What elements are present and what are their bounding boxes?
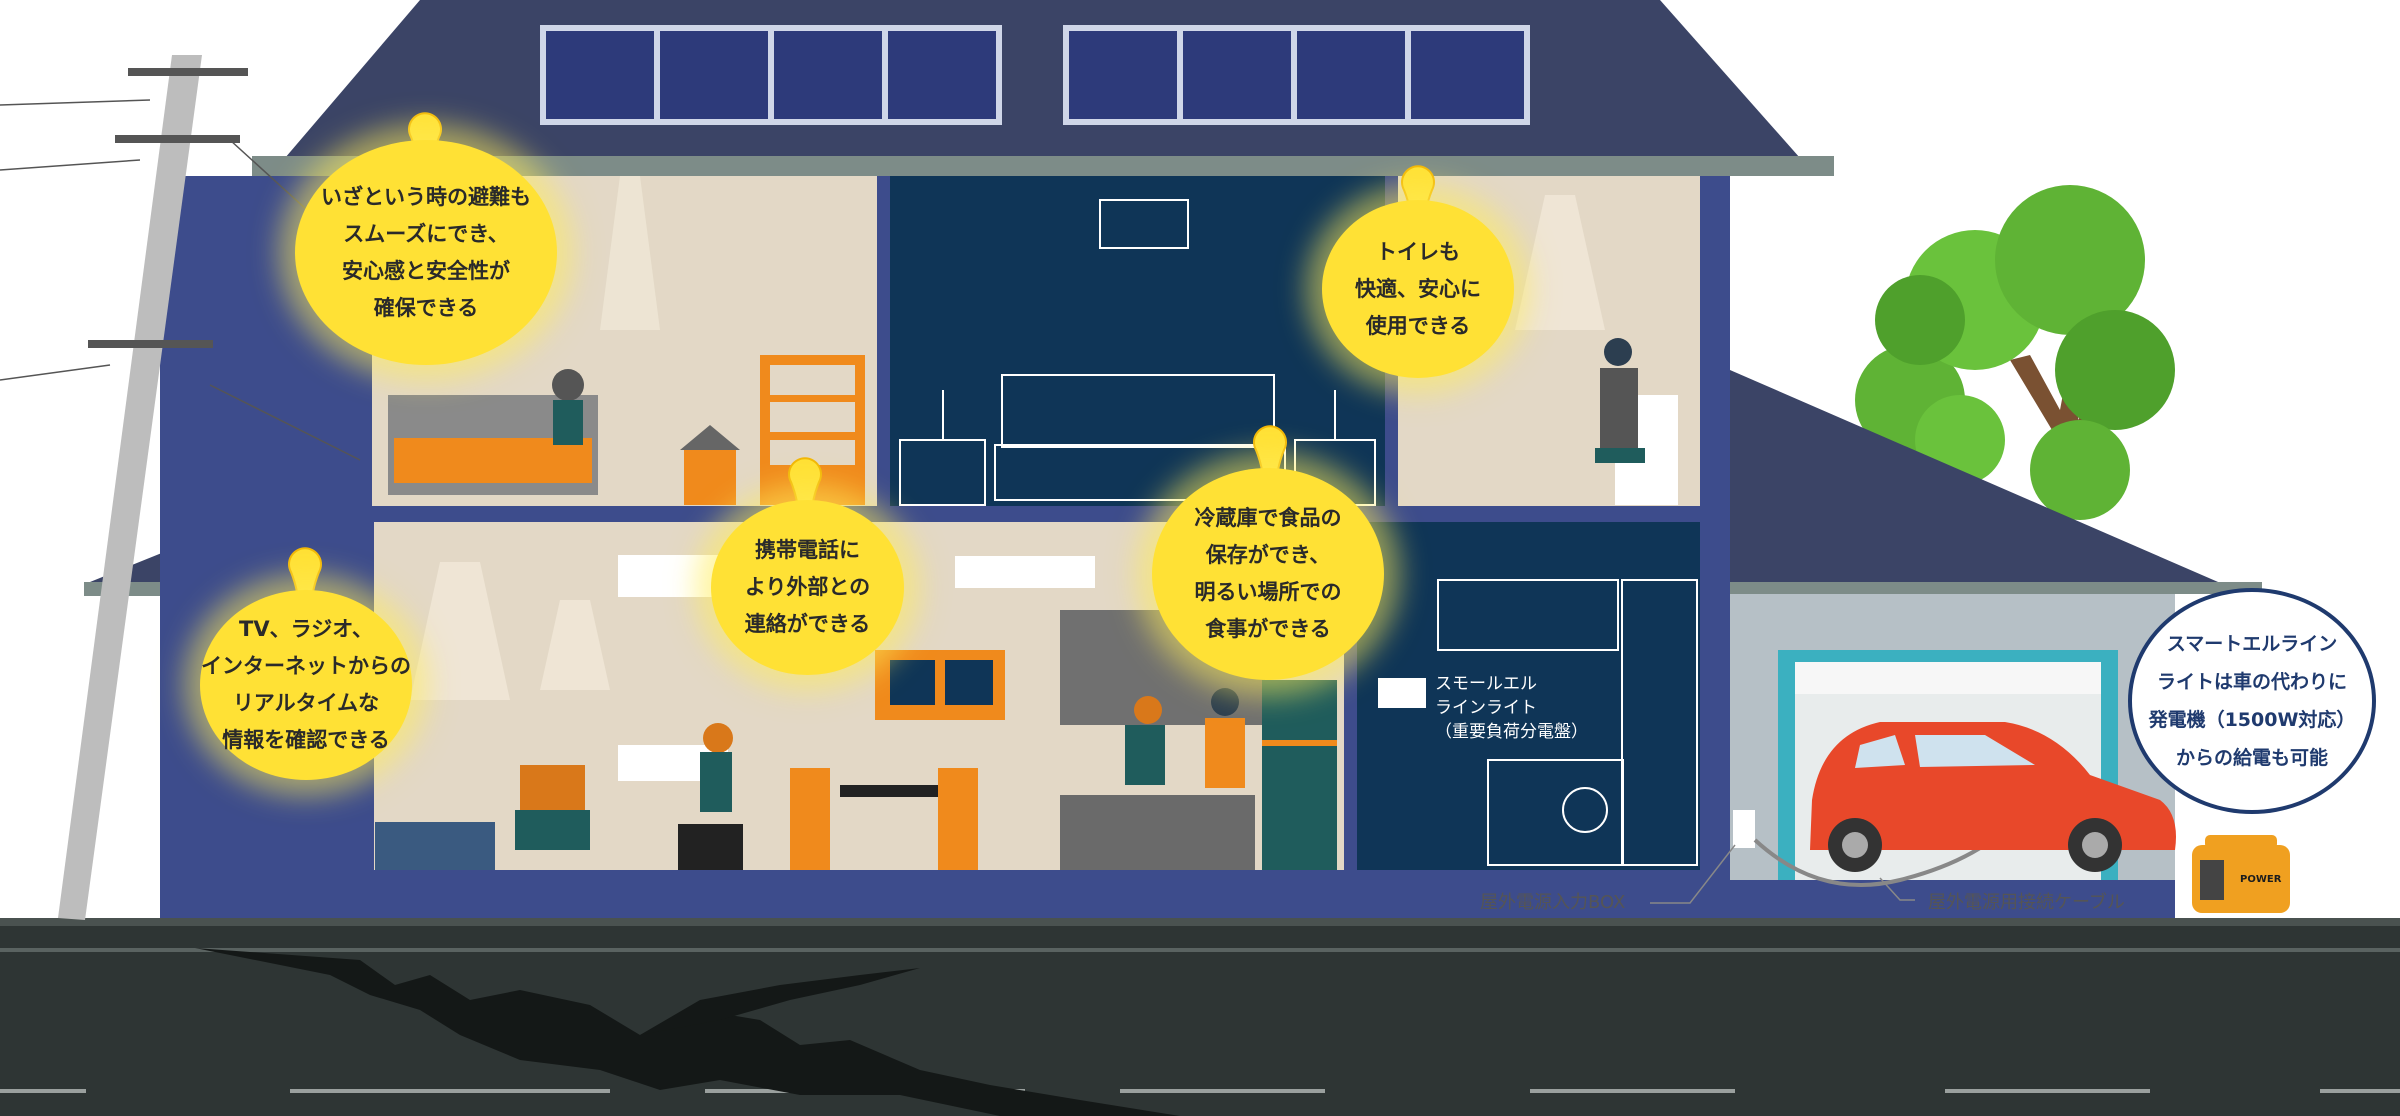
generator-icon <box>2192 835 2290 913</box>
generator-label: POWER <box>2240 874 2282 885</box>
bubble-evacuation: いざという時の避難も スムーズにでき、 安心感と安全性が 確保できる <box>295 140 557 365</box>
bubble-phone: 携帯電話に より外部との 連絡ができる <box>711 500 904 675</box>
bubble-tv: TV、ラジオ、 インターネットからの リアルタイムな 情報を確認できる <box>200 590 412 780</box>
callout-generator-text: スマートエルライン ライトは車の代わりに 発電機（1500W対応） からの給電も… <box>2148 633 2356 769</box>
outdoor-power-box <box>1733 810 1755 848</box>
cable-label: 屋外電源用接続ケーブル <box>1928 892 2125 913</box>
bubble-toilet: トイレも 快適、安心に 使用できる <box>1322 200 1514 378</box>
callout-generator: スマートエルライン ライトは車の代わりに 発電機（1500W対応） からの給電も… <box>2128 588 2376 814</box>
solar-panel-icon <box>546 31 1524 119</box>
dining-kitchen <box>790 556 1337 870</box>
distribution-panel <box>1378 678 1426 708</box>
bubble-toilet-text: トイレも 快適、安心に 使用できる <box>1355 239 1481 338</box>
bubble-fridge-text: 冷蔵庫で食品の 保存ができ、 明るい場所での 食事ができる <box>1194 506 1342 641</box>
leader-cable <box>1879 877 1915 901</box>
earthquake-crack <box>195 948 1180 1116</box>
bubble-evacuation-text: いざという時の避難も スムーズにでき、 安心感と安全性が 確保できる <box>321 184 531 320</box>
earthquake-crack-branch <box>640 968 920 1035</box>
living-room <box>375 555 743 870</box>
car-icon <box>1810 722 2176 872</box>
bubble-tv-text: TV、ラジオ、 インターネットからの リアルタイムな 情報を確認できる <box>201 617 411 752</box>
utility-lineart <box>1437 579 1698 866</box>
bubble-phone-text: 携帯電話に より外部との 連絡ができる <box>744 538 871 636</box>
toilet-room <box>1515 195 1678 505</box>
main-roof <box>252 0 1834 176</box>
bubble-fridge: 冷蔵庫で食品の 保存ができ、 明るい場所での 食事ができる <box>1152 468 1384 680</box>
box-label: 屋外電源入力BOX <box>1480 892 1626 913</box>
tree-icon <box>1855 185 2175 520</box>
leader-box <box>1650 844 1736 904</box>
panel-label: スモールエル ラインライト （重要負荷分電盤） <box>1435 674 1588 742</box>
road <box>0 918 2400 1116</box>
